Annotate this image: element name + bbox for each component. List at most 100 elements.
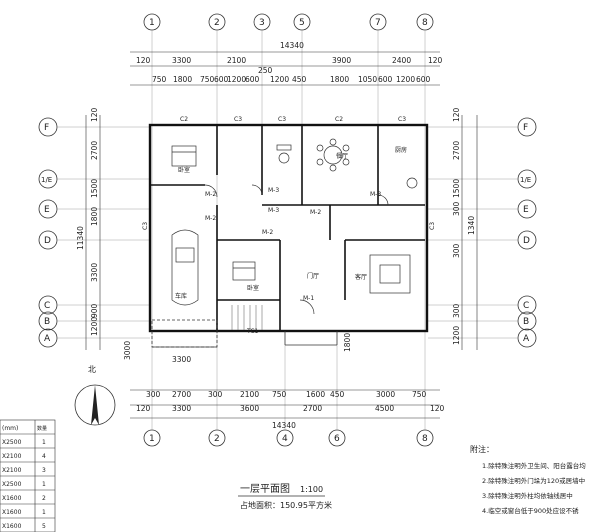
room-label-living: 客厅 <box>355 273 367 281</box>
door-swing-icon <box>251 184 263 196</box>
top-axis-group <box>143 13 434 31</box>
stair-depth-dim: 1800 <box>343 333 352 352</box>
chair-icon <box>329 164 337 172</box>
chair-icon <box>316 144 324 152</box>
chair-icon <box>316 158 324 166</box>
door-label: M-2 <box>205 191 216 198</box>
door-labels: M-2 M-2 M-3 M-3 M-3 M-2 M-2 M-1 <box>205 187 381 302</box>
left-total: 11340 <box>76 226 85 250</box>
bottom-inner-dim: 300 <box>208 390 223 399</box>
interior-walls <box>150 125 425 331</box>
top-inner-dim: 1200 <box>270 75 289 84</box>
top-inner-dim: 750 <box>200 75 215 84</box>
porch <box>151 319 338 348</box>
axis-label-top-7: 7 <box>375 18 381 28</box>
bottom-edge-right: 120 <box>430 404 445 413</box>
bottom-inner-dim: 450 <box>330 390 345 399</box>
axis-label-left-C: C <box>44 301 50 311</box>
door-label: M-3 <box>268 187 279 194</box>
note-item: 3.除特殊注明外柱均依轴线居中 <box>482 491 573 500</box>
north-arrow-icon <box>74 384 116 426</box>
stairs-hatch <box>231 305 263 330</box>
axis-label-top-5: 5 <box>299 18 305 28</box>
top-inner-dim: 1200 <box>227 75 246 84</box>
top-edge-right: 120 <box>428 56 443 65</box>
top-inner-dims: 750 1800 750 600 1200 600 1200 450 1800 … <box>152 75 431 84</box>
top-outer-4: 2400 <box>392 56 411 65</box>
bottom-inner-dim: 750 <box>272 390 287 399</box>
note-item: 1.除特殊注明外卫生间、阳台露台均 <box>482 461 586 470</box>
stove-icon <box>406 177 418 189</box>
axis-label-bottom-6: 6 <box>334 434 340 444</box>
window-label: C2 <box>335 116 343 123</box>
schedule-count: 1 <box>42 439 46 446</box>
axis-label-bottom-4: 4 <box>282 434 288 444</box>
bottom-edge-dim: 300 <box>146 390 161 399</box>
top-inner-dim: 600 <box>245 75 260 84</box>
bed-icon <box>171 145 197 167</box>
door-swing-icon <box>204 184 218 198</box>
mid-dimension: 250 <box>258 66 273 75</box>
window-label: C3 <box>234 116 242 123</box>
right-dim: 1200 <box>452 326 461 345</box>
bottom-inner-dim: 2100 <box>240 390 259 399</box>
axis-label-top-2: 2 <box>214 18 220 28</box>
axis-label-left-1E: 1/E <box>41 176 52 184</box>
bottom-inner-dim: 3000 <box>376 390 395 399</box>
top-outer-2: 2100 <box>227 56 246 65</box>
furniture <box>171 138 418 315</box>
schedule-size: X1600 <box>2 495 22 502</box>
window-labels: C2 C3 C3 C2 C3 C3 C3 <box>142 116 436 230</box>
top-inner-dim: 450 <box>292 75 307 84</box>
top-inner-dim: 1800 <box>173 75 192 84</box>
schedule-header-size: (mm) <box>2 425 18 432</box>
note-item: 2.除特殊注明外门垛为120或居墙中 <box>482 476 585 485</box>
schedule-count: 1 <box>42 509 46 516</box>
window-label: C3 <box>429 222 436 230</box>
plan-area: 占地面积：150.95平方米 <box>240 500 332 510</box>
axis-label-left-F: F <box>44 123 49 133</box>
total-width-top: 14340 <box>280 41 304 50</box>
top-edge-left: 120 <box>136 56 151 65</box>
left-dim: 3300 <box>90 263 99 282</box>
stair-label: TC1 <box>246 328 259 335</box>
door-label: M-2 <box>310 209 321 216</box>
left-dim: 900 <box>90 303 99 318</box>
schedule-count: 5 <box>42 523 46 530</box>
bottom-inner-dim: 2700 <box>172 390 191 399</box>
right-vertical-dims: 120 2700 1500 300 1340 300 300 1200 <box>452 107 476 345</box>
room-label-garage: 车库 <box>175 292 187 300</box>
right-axis-group <box>517 117 537 348</box>
left-dim: 1800 <box>90 207 99 226</box>
axis-label-right-A: A <box>523 334 530 344</box>
right-dim: 2700 <box>452 141 461 160</box>
porch-depth-dim: 3000 <box>123 341 132 360</box>
bottom-inner-dims: 300 2700 300 2100 750 1600 450 3000 750 <box>146 390 427 399</box>
schedule-count: 2 <box>42 495 46 502</box>
top-inner-dim: 750 <box>152 75 167 84</box>
axis-label-bottom-8: 8 <box>422 434 428 444</box>
door-label: M-1 <box>303 295 314 302</box>
top-inner-dim: 1200 <box>396 75 415 84</box>
right-dim: 300 <box>452 303 461 318</box>
axis-label-right-E: E <box>523 205 529 215</box>
window-label: C3 <box>398 116 406 123</box>
room-labels: 卧室 厨房 门厅 客厅 卧室 车库 餐厅 <box>175 146 407 300</box>
room-label-kitchen: 厨房 <box>395 146 407 154</box>
left-vertical-dims: 120 2700 1500 1800 3300 900 1200 11340 <box>76 107 99 336</box>
bottom-edge-left: 120 <box>136 404 151 413</box>
left-dimension-lines <box>85 115 101 350</box>
schedule-size: X1600 <box>2 509 22 516</box>
bottom-outer-4: 4500 <box>375 404 394 413</box>
left-axis-group <box>38 117 58 348</box>
plan-title: 一层平面图 <box>240 483 290 495</box>
schedule-count: 4 <box>42 453 46 460</box>
coffee-table-icon <box>379 264 401 284</box>
north-label: 北 <box>88 365 96 374</box>
right-dim: 1500 <box>452 179 461 198</box>
schedule-size: X2100 <box>2 453 22 460</box>
chair-icon <box>329 138 337 146</box>
dining-table-icon <box>323 145 343 165</box>
right-dimension-lines <box>461 115 478 350</box>
